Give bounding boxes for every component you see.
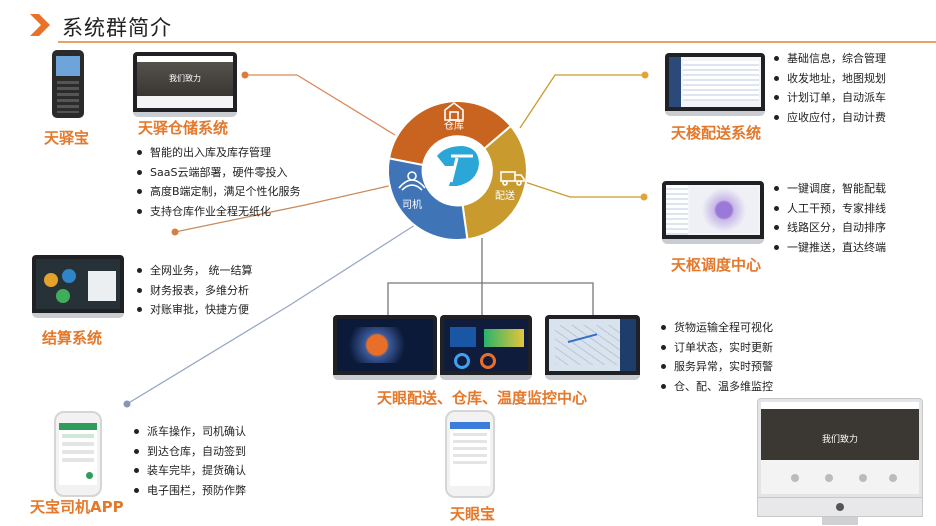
list-item: 电子围栏，预防作弊 [133, 481, 246, 501]
list-item: 计划订单，自动派车 [773, 88, 886, 108]
driver-icon [398, 171, 426, 191]
tianyanbao-phone [445, 410, 495, 498]
list-item: 智能的出入库及库存管理 [136, 143, 301, 163]
list-item: 货物运输全程可视化 [660, 318, 773, 338]
settlement-feature-list: 全网业务， 统一结算 财务报表，多维分析 对账审批，快捷方便 [136, 261, 253, 320]
list-item: SaaS云端部署，硬件零投入 [136, 163, 301, 183]
system-label-dispatch: 天枢调度中心 [671, 256, 762, 274]
handheld-scanner-device [52, 50, 84, 118]
scanner-keypad [57, 81, 79, 113]
connector-dot [640, 193, 648, 201]
hub-label-warehouse: 仓库 [444, 119, 464, 132]
driver-app-feature-list: 派车操作，司机确认 到达仓库，自动签到 装车完毕，提货确认 电子围栏，预防作弊 [133, 422, 246, 500]
distribution-feature-list: 基础信息，综合管理 收发地址，地图规划 计划订单，自动派车 应收应付，自动计费 [773, 49, 886, 127]
list-item: 财务报表，多维分析 [136, 281, 253, 301]
system-label-tianyibao: 天驿宝 [44, 129, 90, 147]
scanner-screen [56, 56, 80, 76]
distribution-system-laptop [665, 53, 765, 116]
list-item: 全网业务， 统一结算 [136, 261, 253, 281]
list-item: 仓、配、温多维监控 [660, 377, 773, 397]
warehouse-system-laptop: 我们致力 [133, 52, 237, 117]
list-item: 应收应付，自动计费 [773, 108, 886, 128]
title-bar: 系统群简介 [0, 0, 936, 46]
list-item: 订单状态，实时更新 [660, 338, 773, 358]
truck-icon [500, 171, 525, 186]
list-item: 支持仓库作业全程无纸化 [136, 202, 301, 222]
connector-dot [641, 71, 649, 79]
list-item: 到达仓库，自动签到 [133, 442, 246, 462]
chevron-right-icon [30, 14, 50, 36]
warehouse-feature-list: 智能的出入库及库存管理 SaaS云端部署，硬件零投入 高度B端定制，满足个性化服… [136, 143, 301, 221]
connector-dot [171, 228, 179, 236]
system-label-warehouse: 天驿仓储系统 [138, 119, 229, 137]
list-item: 派车操作，司机确认 [133, 422, 246, 442]
hub-label-driver: 司机 [402, 198, 422, 211]
list-item: 基础信息，综合管理 [773, 49, 886, 69]
monitor-laptop-temperature [545, 315, 640, 380]
connector-monitor-c [482, 282, 594, 315]
system-label-settlement: 结算系统 [42, 329, 103, 347]
list-item: 收发地址，地图规划 [773, 69, 886, 89]
list-item: 人工干预，专家排线 [773, 199, 886, 219]
hub-segment-driver [386, 157, 469, 241]
settlement-system-laptop [32, 255, 124, 318]
monitor-laptop-warehouse [440, 315, 532, 380]
system-label-tianyanbao: 天眼宝 [450, 505, 496, 523]
dispatch-feature-list: 一键调度，智能配载 人工干预，专家排线 线路区分，自动排序 一键推送，直达终端 [773, 179, 886, 257]
hub-label-delivery: 配送 [495, 189, 515, 202]
driver-app-phone [54, 411, 102, 497]
connector-monitor-a [387, 238, 483, 315]
page-title: 系统群简介 [62, 16, 172, 40]
warehouse-icon [444, 101, 464, 121]
list-item: 服务异常，实时预警 [660, 357, 773, 377]
dispatch-center-laptop [662, 181, 764, 244]
connector-distribution [519, 74, 645, 129]
connector-settlement [174, 184, 394, 233]
apple-logo-icon [836, 503, 844, 511]
list-item: 高度B端定制，满足个性化服务 [136, 182, 301, 202]
system-hub-ring: 仓库 配送 司机 [386, 100, 528, 241]
system-label-distribution: 天梭配送系统 [671, 124, 762, 142]
monitor-laptop-delivery [333, 315, 437, 380]
monitor-feature-list: 货物运输全程可视化 订单状态，实时更新 服务异常，实时预警 仓、配、温多维监控 [660, 318, 773, 396]
list-item: 装车完毕，提货确认 [133, 461, 246, 481]
desktop-monitor: 我们致力 [757, 398, 923, 525]
list-item: 一键调度，智能配载 [773, 179, 886, 199]
list-item: 线路区分，自动排序 [773, 218, 886, 238]
connector-warehouse [245, 74, 396, 136]
connector-dot [241, 71, 249, 79]
connector-dot [123, 400, 131, 408]
list-item: 对账审批，快捷方便 [136, 300, 253, 320]
hub-logo-icon [437, 146, 479, 186]
warehouse-screen-text: 我们致力 [169, 74, 201, 83]
hub-segment-warehouse [387, 100, 513, 167]
system-label-driver-app: 天宝司机APP [30, 498, 124, 516]
connector-driver-app [126, 224, 416, 405]
list-item: 一键推送，直达终端 [773, 238, 886, 258]
system-label-monitor: 天眼配送、仓库、温度监控中心 [377, 389, 588, 407]
title-divider [58, 41, 936, 43]
hub-segment-delivery [461, 124, 528, 241]
desktop-screen-text: 我们致力 [821, 435, 858, 445]
connector-dispatch [524, 181, 644, 198]
